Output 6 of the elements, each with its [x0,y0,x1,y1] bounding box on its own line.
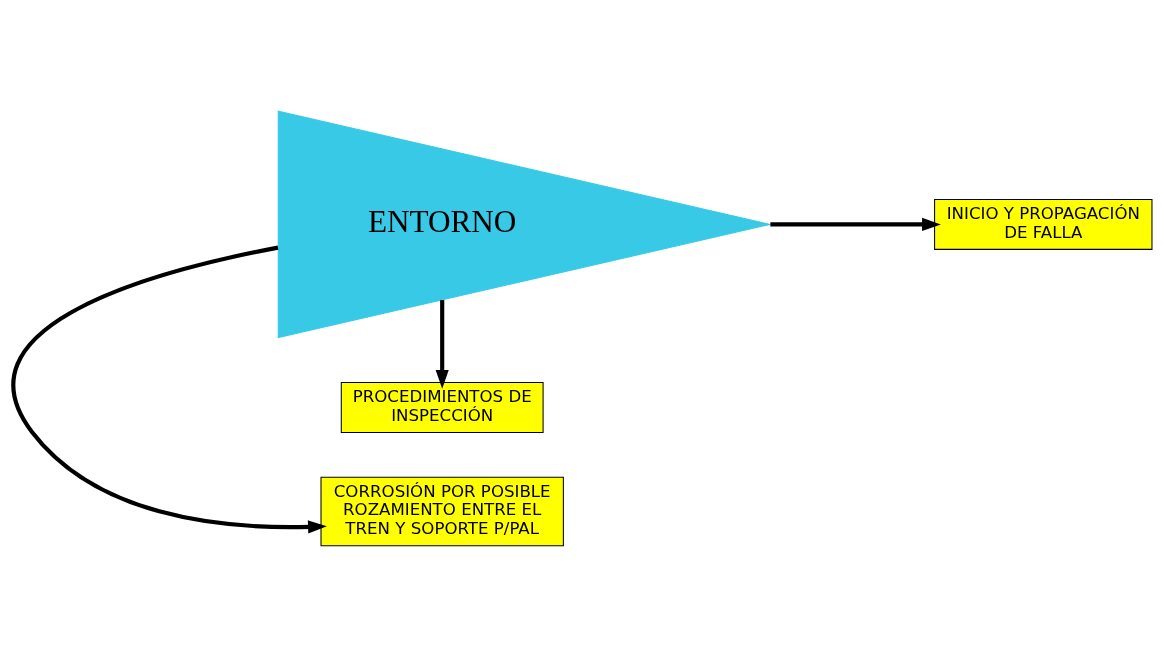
node-box: PROCEDIMIENTOS DE INSPECCIÓN [340,381,544,433]
node-box: CORROSIÓN POR POSIBLE ROZAMIENTO ENTRE EL TREN Y SOPORTE P/PAL [320,476,564,546]
arrow [435,299,449,389]
arrow [770,217,941,231]
arrow [11,245,327,533]
node-box: INICIO Y PROPAGACIÓN DE FALLA [934,198,1153,250]
